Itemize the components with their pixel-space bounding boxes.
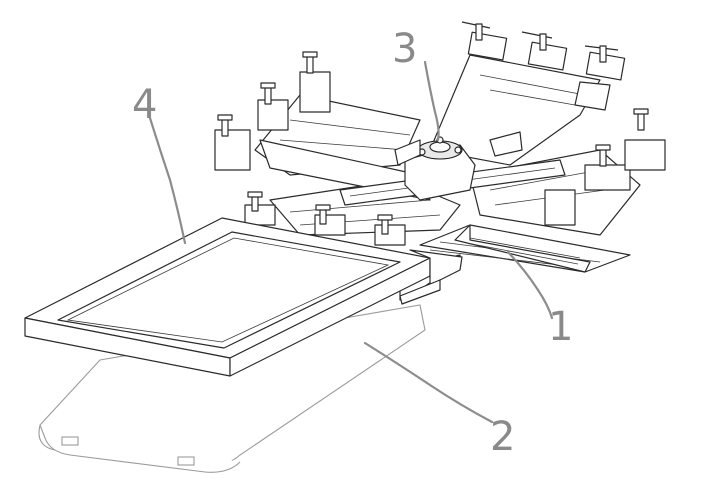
leader-line-3	[423, 60, 440, 142]
clamp-knob[interactable]	[260, 82, 276, 105]
leader-line-4	[148, 116, 187, 245]
clamp-knobs	[217, 21, 649, 235]
clamp-knob[interactable]	[595, 144, 611, 167]
clamp-knob[interactable]	[377, 214, 393, 235]
callout-2: 2	[490, 414, 515, 460]
clamp-knob[interactable]	[315, 204, 331, 225]
clamp-knob[interactable]	[521, 31, 553, 51]
callout-1: 1	[548, 304, 573, 350]
callout-3: 3	[392, 26, 417, 72]
clamp-knob[interactable]	[247, 191, 263, 212]
clamp-knob[interactable]	[584, 45, 619, 63]
clamp-knob[interactable]	[302, 51, 318, 74]
leader-line-1	[506, 250, 554, 320]
leader-lines	[148, 60, 554, 424]
central-hub	[394, 131, 523, 201]
leader-line-2	[363, 341, 494, 424]
screen-frame	[24, 217, 463, 377]
clamp-knob[interactable]	[217, 114, 233, 137]
callout-4: 4	[132, 82, 157, 128]
clamp-knob[interactable]	[461, 21, 491, 41]
callout-labels: 1 2 3 4	[132, 26, 573, 460]
base-plate	[38, 304, 426, 473]
clamp-knob[interactable]	[633, 108, 649, 131]
